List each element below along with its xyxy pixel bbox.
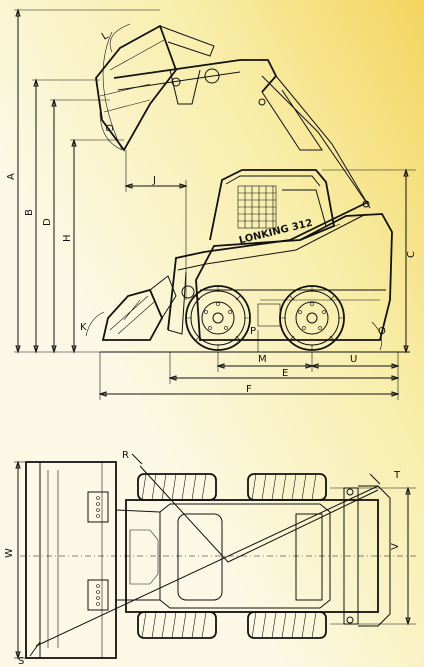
dim-label-p: P [250,326,256,337]
dim-label-w: W [4,548,15,558]
angle-label-k: K [80,322,87,333]
angle-label-o: O [378,326,386,337]
dim-label-b: B [24,209,35,216]
dim-r-leader [131,453,143,465]
dim-label-t: T [393,470,401,481]
angle-o-arc [371,321,383,351]
turning-radius-line [35,485,379,647]
cab [209,169,336,241]
dim-label-s: S [18,656,24,667]
dim-j: J [124,150,188,300]
dim-label-a: A [6,173,17,180]
angle-l-arc [109,23,131,53]
dim-label-v: V [390,543,401,550]
pivot-pin [181,285,195,299]
angle-g-arc [99,111,123,151]
dim-t-leader [369,473,381,485]
angle-k-arc [85,311,105,337]
dim-label-f: F [246,384,252,395]
dim-label-r: R [122,450,129,461]
dim-label-m: M [258,354,267,365]
dim-label-h: H [62,234,73,242]
rear-wheel [279,285,345,351]
dim-s-leader [29,641,41,657]
height-dimensions: A B D H [6,8,160,354]
lift-arm-raised [113,59,371,209]
top-view: W V R T S [4,450,416,667]
lift-arm-lowered [167,201,369,335]
dim-w: W [4,460,30,660]
dim-label-d: D [42,218,53,226]
angle-label-l: L [100,30,111,43]
dim-label-u: U [350,354,357,365]
length-dimensions: M U E F [98,352,400,400]
angle-label-g: G [103,124,114,132]
front-wheel [185,285,251,351]
bucket-top [25,461,117,659]
dim-label-c: C [406,251,417,258]
turning-radius-inner [139,465,379,563]
dim-c: C [322,168,417,354]
dim-label-e: E [282,368,288,379]
dim-label-j: J [152,175,156,186]
bucket-raised [95,24,215,152]
